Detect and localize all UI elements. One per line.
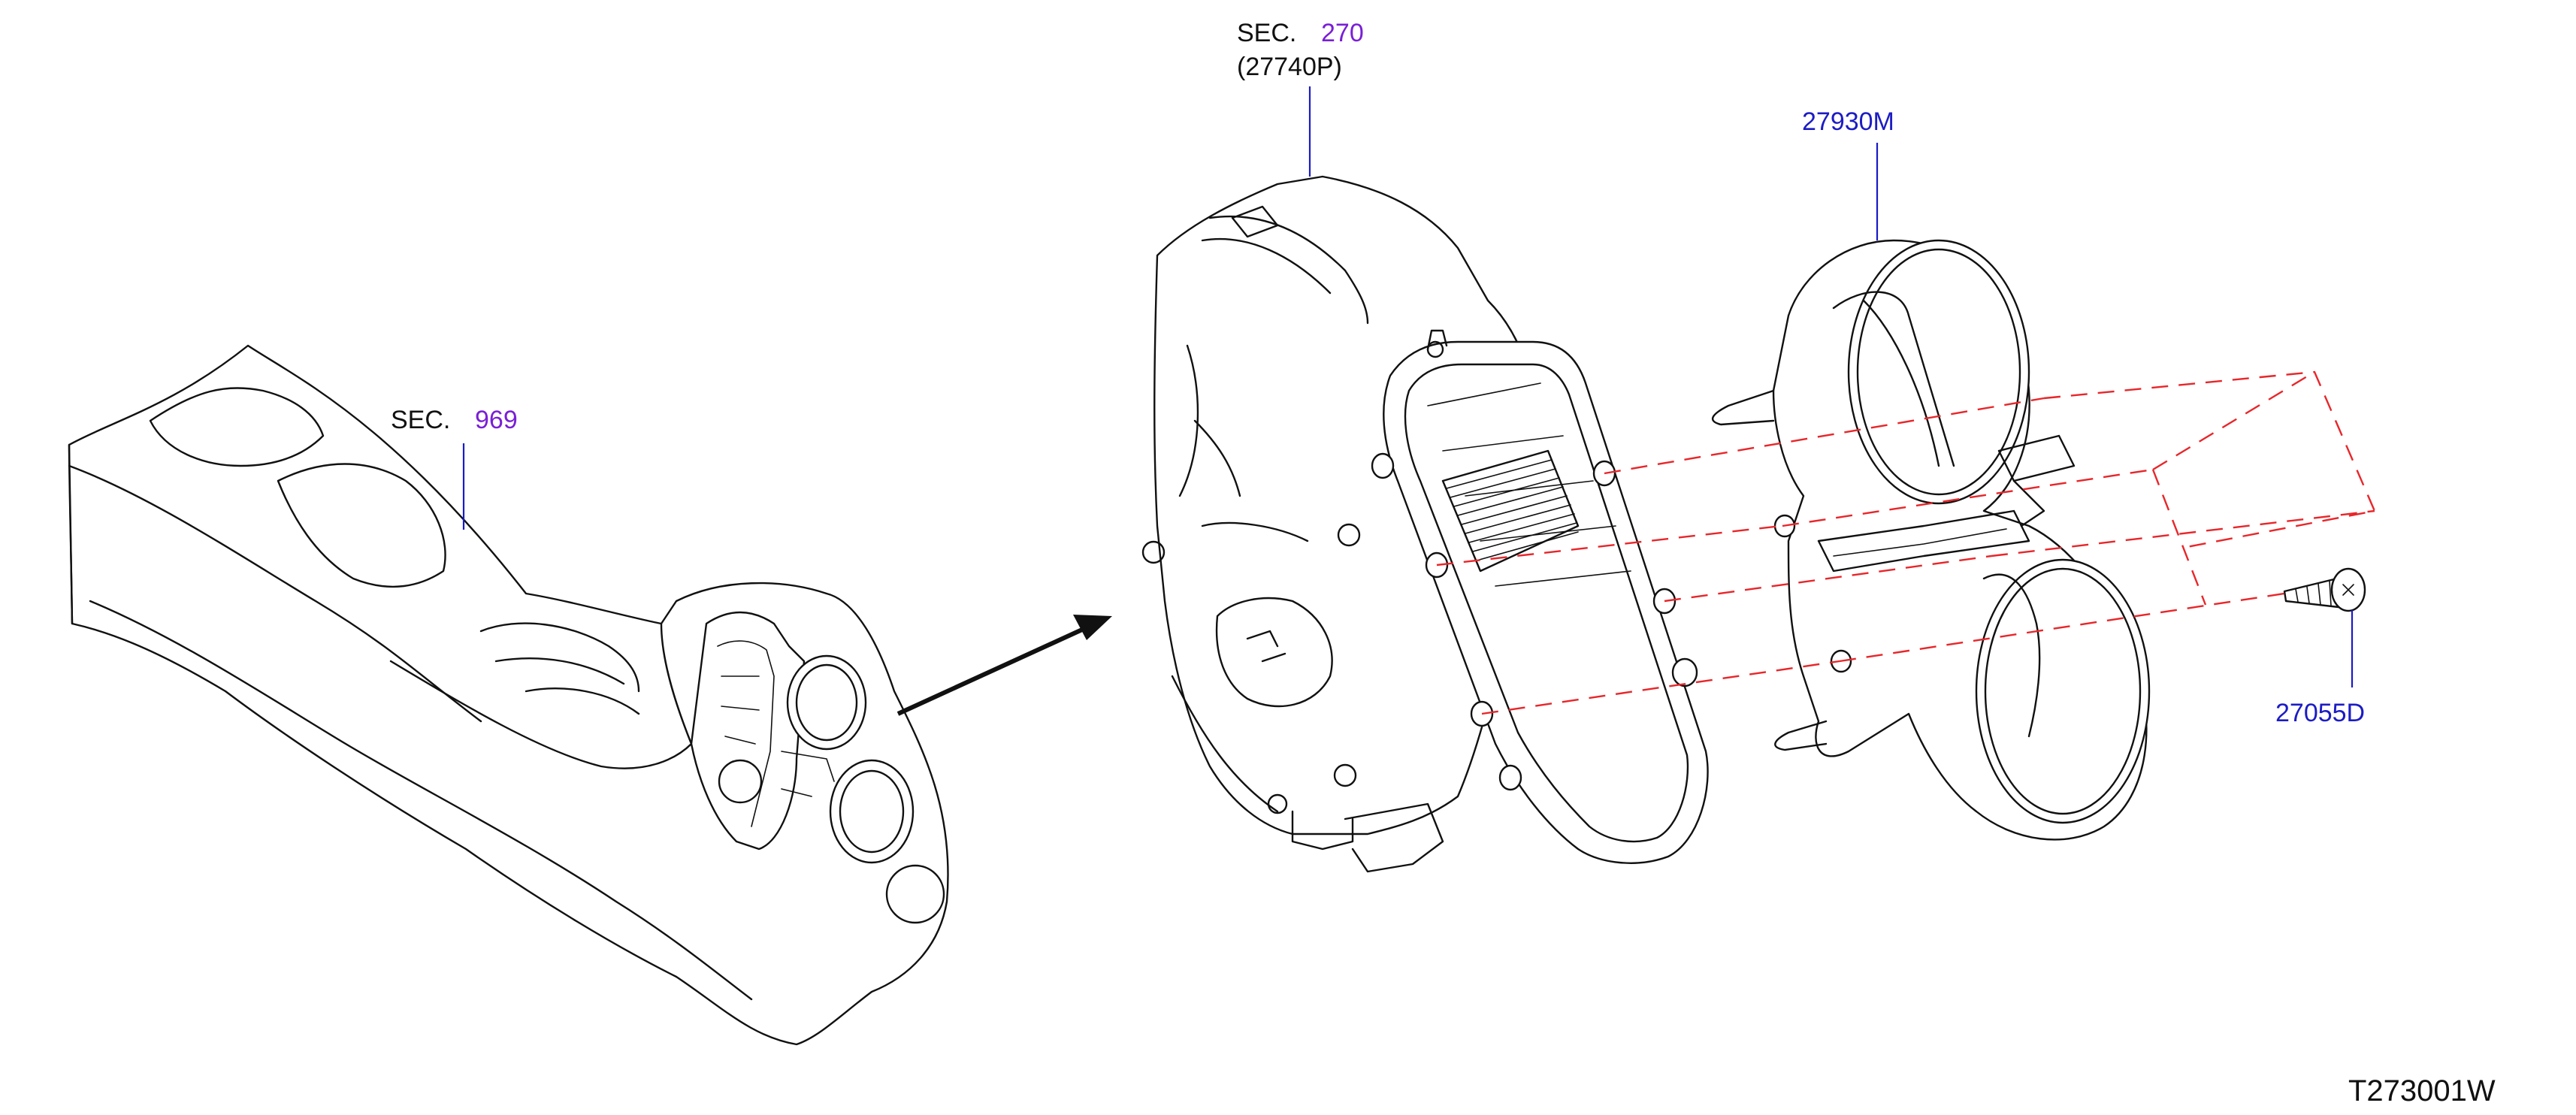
callout-sec-270-prefix: SEC. [1237, 19, 1296, 47]
part-number-27930M[interactable]: 27930M [1802, 107, 1894, 136]
fastener-guide-lines [1436, 370, 2376, 715]
blower-housing [1141, 175, 1709, 873]
callout-sec-270-sub: (27740P) [1237, 53, 1342, 81]
callout-sec-969[interactable]: SEC. 969 [391, 406, 518, 434]
diagram-code: T273001W [2348, 1074, 2496, 1107]
callout-sec-270-number[interactable]: 270 [1321, 19, 1364, 47]
center-console [68, 344, 949, 1046]
leader-lines [462, 86, 2354, 687]
callout-sec-969-prefix: SEC. [391, 406, 450, 434]
screw [2283, 567, 2366, 612]
callout-sec-270[interactable]: SEC. 270 (27740P) [1237, 19, 1364, 81]
duct-adapter [1711, 239, 2151, 841]
assembly-arrow [896, 615, 1112, 716]
part-number-27055D[interactable]: 27055D [2275, 699, 2365, 727]
callout-sec-969-number[interactable]: 969 [475, 406, 518, 434]
